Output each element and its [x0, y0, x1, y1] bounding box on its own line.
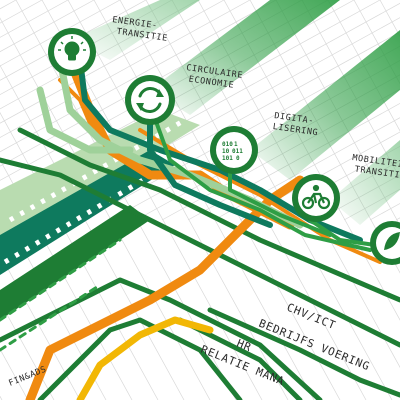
hub-mobility [292, 174, 340, 222]
light-beams [70, 0, 400, 225]
svg-text:1: 1 [234, 141, 238, 148]
svg-text:0: 0 [236, 155, 240, 162]
recycle-arrows-icon [136, 87, 164, 113]
label-hr: HR [235, 337, 254, 355]
hub-digital: 010 1 10 011 101 0 [210, 126, 258, 174]
leaf-icon [384, 232, 400, 250]
hub-stations: 010 1 10 011 101 0 [48, 28, 400, 265]
svg-text:010: 010 [222, 141, 233, 148]
lightbulb-icon [58, 36, 86, 61]
svg-text:011: 011 [232, 148, 243, 155]
svg-text:101: 101 [222, 155, 233, 162]
label-ict: CHV/ICT [285, 301, 338, 333]
hub-partial [370, 221, 400, 265]
binary-code-icon: 010 1 10 011 101 0 [222, 141, 243, 162]
hub-circular [125, 75, 175, 125]
svg-text:10: 10 [222, 148, 230, 155]
label-bedrijfsvoering: BEDRIJFS VOERING [257, 317, 372, 374]
hub-energy [48, 28, 96, 76]
bicycle-icon [301, 184, 331, 210]
metro-lines [0, 55, 400, 400]
